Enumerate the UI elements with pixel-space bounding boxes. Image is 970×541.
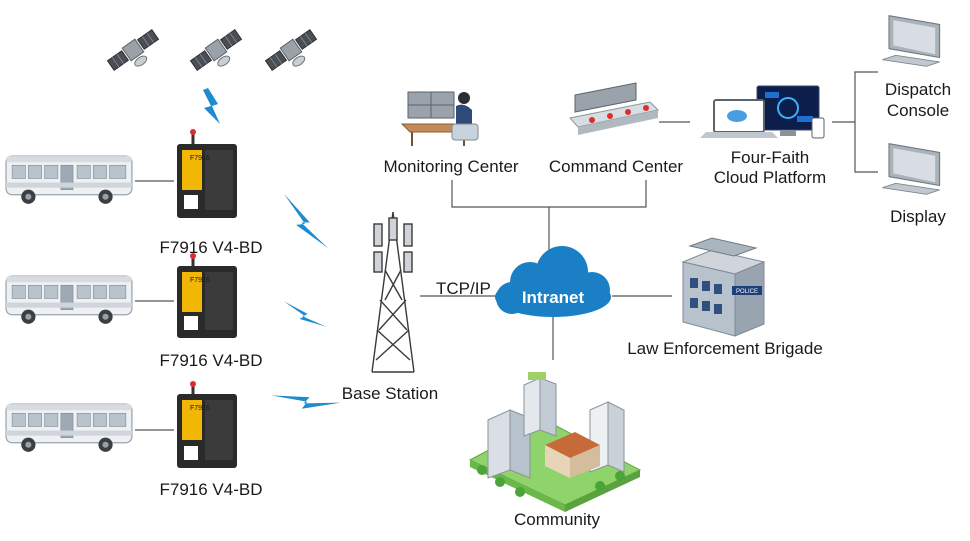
intranet-label: Intranet — [522, 288, 585, 307]
display-label: Display — [890, 207, 946, 226]
bus-icon — [5, 403, 133, 453]
command-center-label: Command Center — [548, 157, 684, 176]
cloud-platform-screens-icon — [700, 85, 825, 139]
router-model-text: F7916 — [190, 277, 210, 284]
satellite-icon — [105, 27, 162, 78]
dispatch-console-label-line2: Console — [886, 101, 950, 120]
police-sign-text: POLICE — [736, 289, 758, 295]
community-label: Community — [514, 510, 600, 529]
bus-icons — [5, 155, 133, 453]
bus-icon — [5, 275, 133, 325]
protocol-label: TCP/IP — [436, 279, 491, 298]
community-city-icon — [468, 372, 642, 512]
display-icon — [881, 143, 941, 195]
cloud-platform-label-line1: Four-Faith — [730, 148, 810, 167]
monitoring-center-label: Monitoring Center — [383, 157, 519, 176]
wireless-signal-icon — [284, 301, 326, 327]
police-building-icon: POLICE — [681, 237, 766, 337]
wireless-signal-icon — [271, 193, 341, 249]
router-model-text: F7916 — [190, 405, 210, 412]
intranet-cloud-icon — [495, 246, 611, 317]
router-label: F7916 V4-BD — [159, 351, 263, 370]
connection-lines — [135, 71, 878, 431]
dispatch-console-icon — [881, 15, 941, 67]
law-enforcement-label: Law Enforcement Brigade — [627, 339, 823, 358]
router-label: F7916 V4-BD — [159, 238, 263, 257]
satellite-icon — [188, 27, 245, 78]
router-device: F7916 — [177, 253, 237, 338]
router-device: F7916 — [177, 129, 237, 218]
satellite-signal-icon — [203, 88, 220, 124]
satellite-icon — [263, 27, 320, 78]
router-model-text: F7916 — [190, 155, 210, 162]
command-center-icon — [569, 82, 660, 135]
dispatch-console-label-line1: Dispatch — [884, 80, 952, 99]
router-label: F7916 V4-BD — [159, 480, 263, 499]
satellite-icons — [105, 27, 320, 78]
bus-icon — [5, 155, 133, 205]
cloud-platform-label-line2: Cloud Platform — [713, 168, 827, 187]
base-station-label: Base Station — [341, 384, 439, 403]
base-station-tower-icon — [371, 211, 415, 373]
router-device: F7916 — [177, 381, 237, 468]
monitoring-center-icon — [400, 91, 479, 146]
